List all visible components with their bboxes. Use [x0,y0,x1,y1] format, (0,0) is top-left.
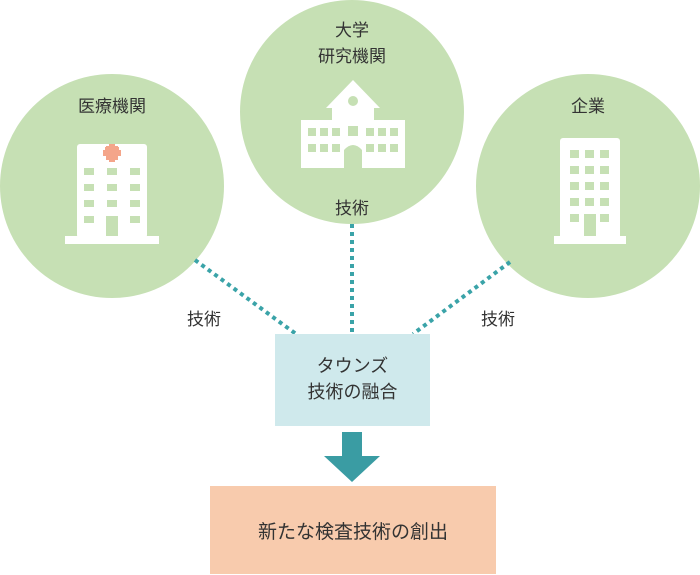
university-label-line2: 研究機関 [318,47,386,67]
fusion-line2: 技術の融合 [307,382,398,403]
office-building-icon [554,138,626,244]
result-label: 新たな検査技術の創出 [257,520,448,543]
edge-left-label: 技術 [187,310,221,330]
result-box: 新たな検査技術の創出 [210,486,496,574]
fusion-box: タウンズ 技術の融合 [275,334,430,426]
school-icon [301,80,405,168]
edge-right-label: 技術 [481,310,515,330]
university-tech-label: 技術 [335,199,369,219]
medical-label: 医療機関 [78,97,146,117]
company-label: 企業 [571,97,605,117]
connector-left [193,258,298,336]
fusion-line1: タウンズ [316,356,389,377]
down-arrow-icon [324,432,380,482]
university-label-line1: 大学 [335,21,369,41]
hospital-icon [65,144,159,244]
